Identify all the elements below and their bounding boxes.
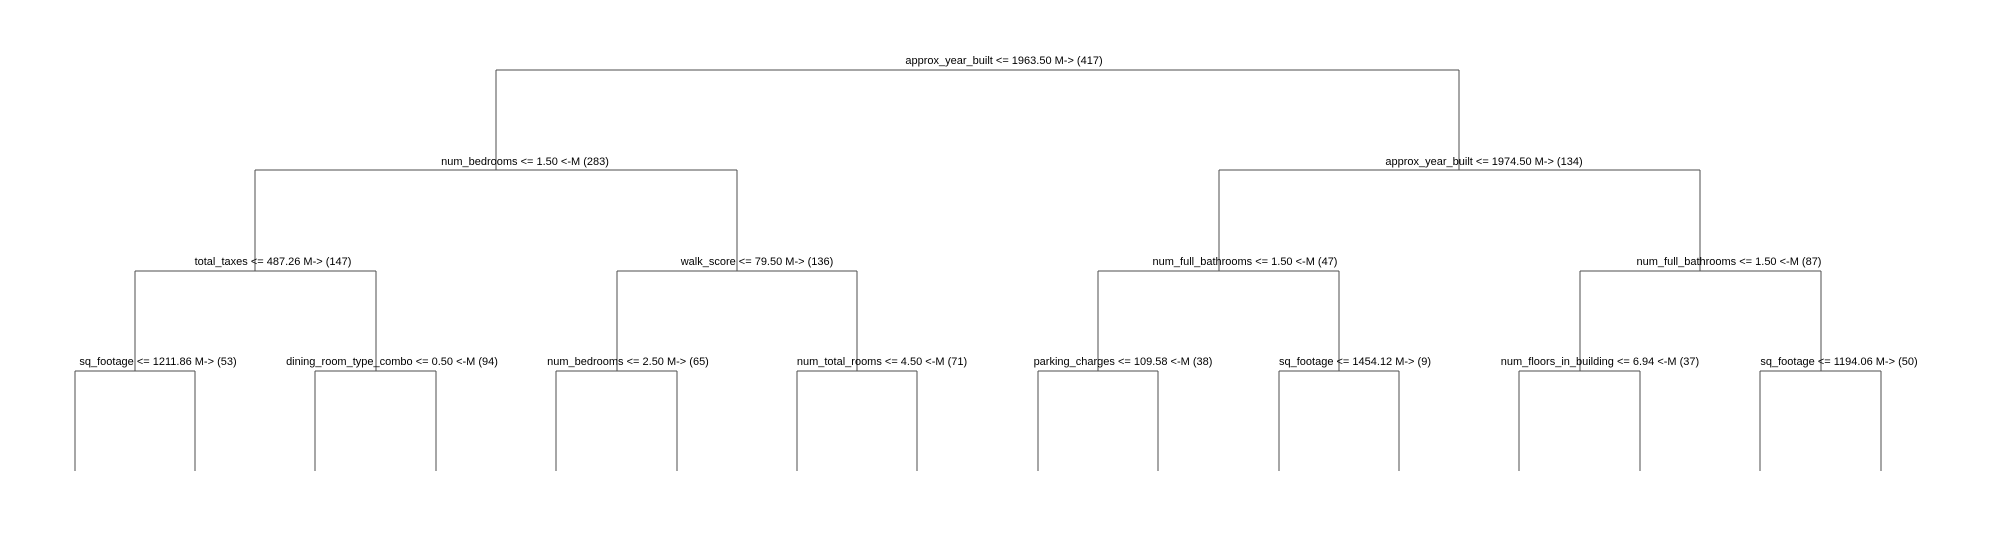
node-label-rlr: sq_footage <= 1454.12 M-> (9): [1279, 356, 1431, 368]
node-label-rr: num_full_bathrooms <= 1.50 <-M (87): [1637, 256, 1822, 268]
tree-connectors: [74, 69, 1882, 471]
node-label-rrr: sq_footage <= 1194.06 M-> (50): [1760, 356, 1917, 368]
node-label-lr: walk_score <= 79.50 M-> (136): [680, 256, 834, 268]
node-label-rl: num_full_bathrooms <= 1.50 <-M (47): [1153, 256, 1338, 268]
node-label-l: num_bedrooms <= 1.50 <-M (283): [441, 156, 609, 168]
node-label-r: approx_year_built <= 1974.50 M-> (134): [1385, 156, 1582, 168]
node-label-root: approx_year_built <= 1963.50 M-> (417): [905, 55, 1102, 67]
tree-node-labels: approx_year_built <= 1963.50 M-> (417) n…: [79, 55, 1917, 368]
node-label-ll: total_taxes <= 487.26 M-> (147): [195, 256, 352, 268]
node-label-lll: sq_footage <= 1211.86 M-> (53): [79, 356, 236, 368]
node-label-lrr: num_total_rooms <= 4.50 <-M (71): [797, 356, 967, 368]
node-label-rrl: num_floors_in_building <= 6.94 <-M (37): [1501, 356, 1699, 368]
node-label-rll: parking_charges <= 109.58 <-M (38): [1034, 356, 1213, 368]
node-label-llr: dining_room_type_combo <= 0.50 <-M (94): [286, 356, 498, 368]
node-label-lrl: num_bedrooms <= 2.50 M-> (65): [547, 356, 709, 368]
